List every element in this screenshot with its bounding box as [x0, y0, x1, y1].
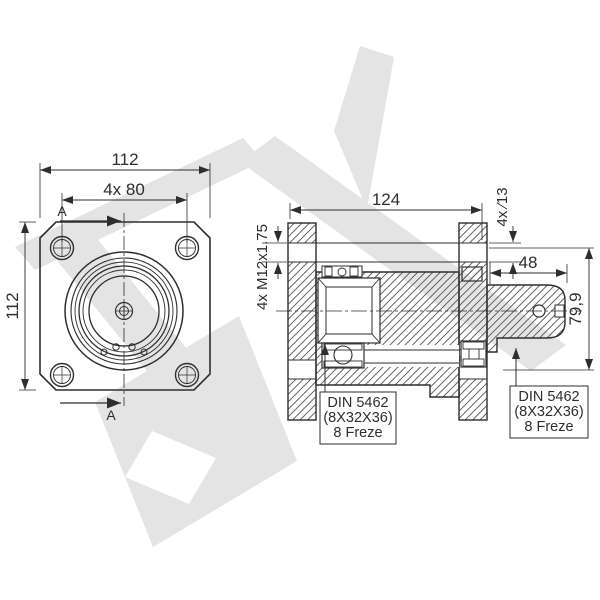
section-mark-top: A: [57, 203, 121, 227]
dim-spline-length: 48: [489, 253, 568, 284]
spline-label-left-line3: 8 Freze: [333, 425, 382, 441]
dim-spline-length-text: 48: [519, 253, 538, 272]
spline-label-right-line1: DIN 5462: [518, 389, 579, 405]
hub-surface: [363, 345, 459, 367]
dim-thread-text: 4x M12x1.75: [254, 224, 271, 310]
bolt-hole: [174, 362, 200, 388]
bolt-axis-lines: [316, 242, 459, 263]
dim-height: 79,9: [489, 247, 594, 371]
dim-bolt-spacing: 4x 80: [61, 180, 188, 242]
dim-thread: 4x M12x1.75: [254, 224, 287, 310]
spline-label-right-line2: (8X32X36): [514, 404, 583, 420]
top-seal-detail: [321, 265, 363, 278]
section-letter-bottom: A: [106, 407, 116, 423]
dim-height-text: 79,9: [566, 292, 585, 325]
dim-overall-width: 112: [39, 150, 211, 218]
section-letter-top: A: [57, 203, 67, 219]
dim-bolt-hole: 4x ∕13: [489, 187, 521, 279]
ball-bearing-right: [460, 340, 487, 368]
housing-body: [315, 265, 460, 398]
bolt-holes: [49, 235, 200, 388]
spline-label-left-line2: (8X32X36): [323, 410, 392, 426]
dim-bolt-hole-text: 4x ∕13: [494, 187, 511, 226]
dim-flange-span: 124: [289, 190, 483, 240]
section-view: 124 4x M12x1.75 4x ∕13 48: [254, 187, 594, 445]
dim-overall-width-text: 112: [111, 150, 138, 169]
input-spline-bore: [317, 277, 381, 344]
dim-overall-height: 112: [3, 221, 36, 391]
right-flange-plate: [458, 222, 488, 421]
dim-overall-height-text: 112: [3, 292, 22, 319]
section-mark-bottom: A: [60, 397, 121, 423]
dim-bolt-spacing-text: 4x 80: [103, 180, 145, 199]
spline-label-right: DIN 5462 (8X32X36) 8 Freze: [509, 348, 589, 439]
spline-label-right-line3: 8 Freze: [524, 419, 573, 435]
spline-label-left-line1: DIN 5462: [327, 395, 388, 411]
dim-flange-span-text: 124: [372, 190, 400, 209]
flange-outline: [39, 221, 211, 391]
spline-label-left: DIN 5462 (8X32X36) 8 Freze: [319, 344, 397, 445]
left-flange-plate: [287, 222, 317, 421]
front-view: 112 4x 80 112 A A: [3, 150, 211, 423]
bearing-retainer: [461, 266, 483, 282]
circlip-ears: [100, 343, 148, 356]
bolt-hole: [49, 362, 75, 388]
ball-bearing-left: [321, 342, 365, 369]
